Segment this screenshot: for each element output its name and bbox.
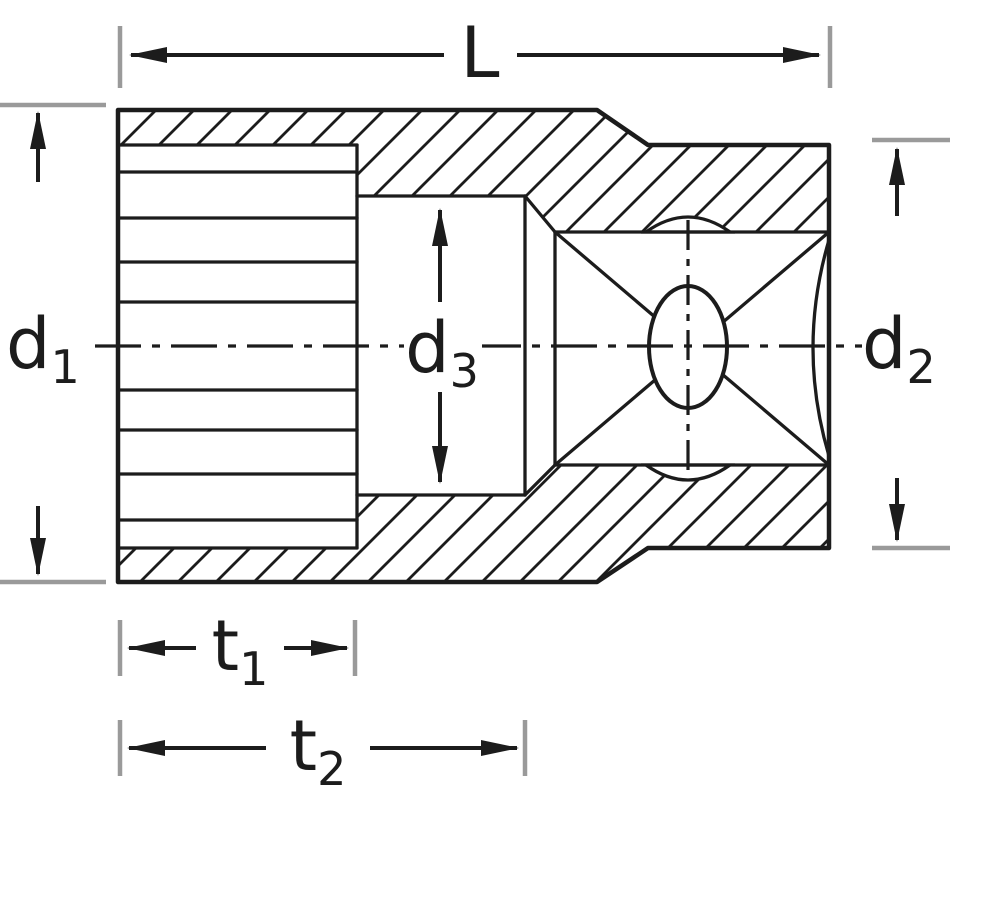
dimension-L <box>117 26 833 88</box>
dimension-t1 <box>117 620 358 676</box>
serration-lines <box>116 143 359 550</box>
drive-opening-arc <box>811 238 831 458</box>
section-hatching <box>118 110 829 582</box>
d3-bore <box>355 194 557 497</box>
dimension-t2 <box>117 720 528 776</box>
dimension-d1 <box>0 102 106 585</box>
hatch-region-bottom <box>118 465 829 582</box>
square-drive-recess <box>553 230 831 467</box>
bore-chamfer-bottom <box>523 463 557 497</box>
label-d3: d3 <box>405 307 479 398</box>
label-t2: t2 <box>290 705 347 796</box>
label-length: L <box>461 12 500 94</box>
bore-chamfer-top <box>523 194 557 234</box>
label-backing <box>404 312 482 384</box>
label-d2: d2 <box>862 303 936 394</box>
label-d1: d1 <box>6 303 80 394</box>
socket-outline <box>115 107 832 585</box>
hatch-region-top <box>118 110 829 232</box>
label-t1: t1 <box>212 605 269 696</box>
dimension-d2 <box>872 137 950 551</box>
